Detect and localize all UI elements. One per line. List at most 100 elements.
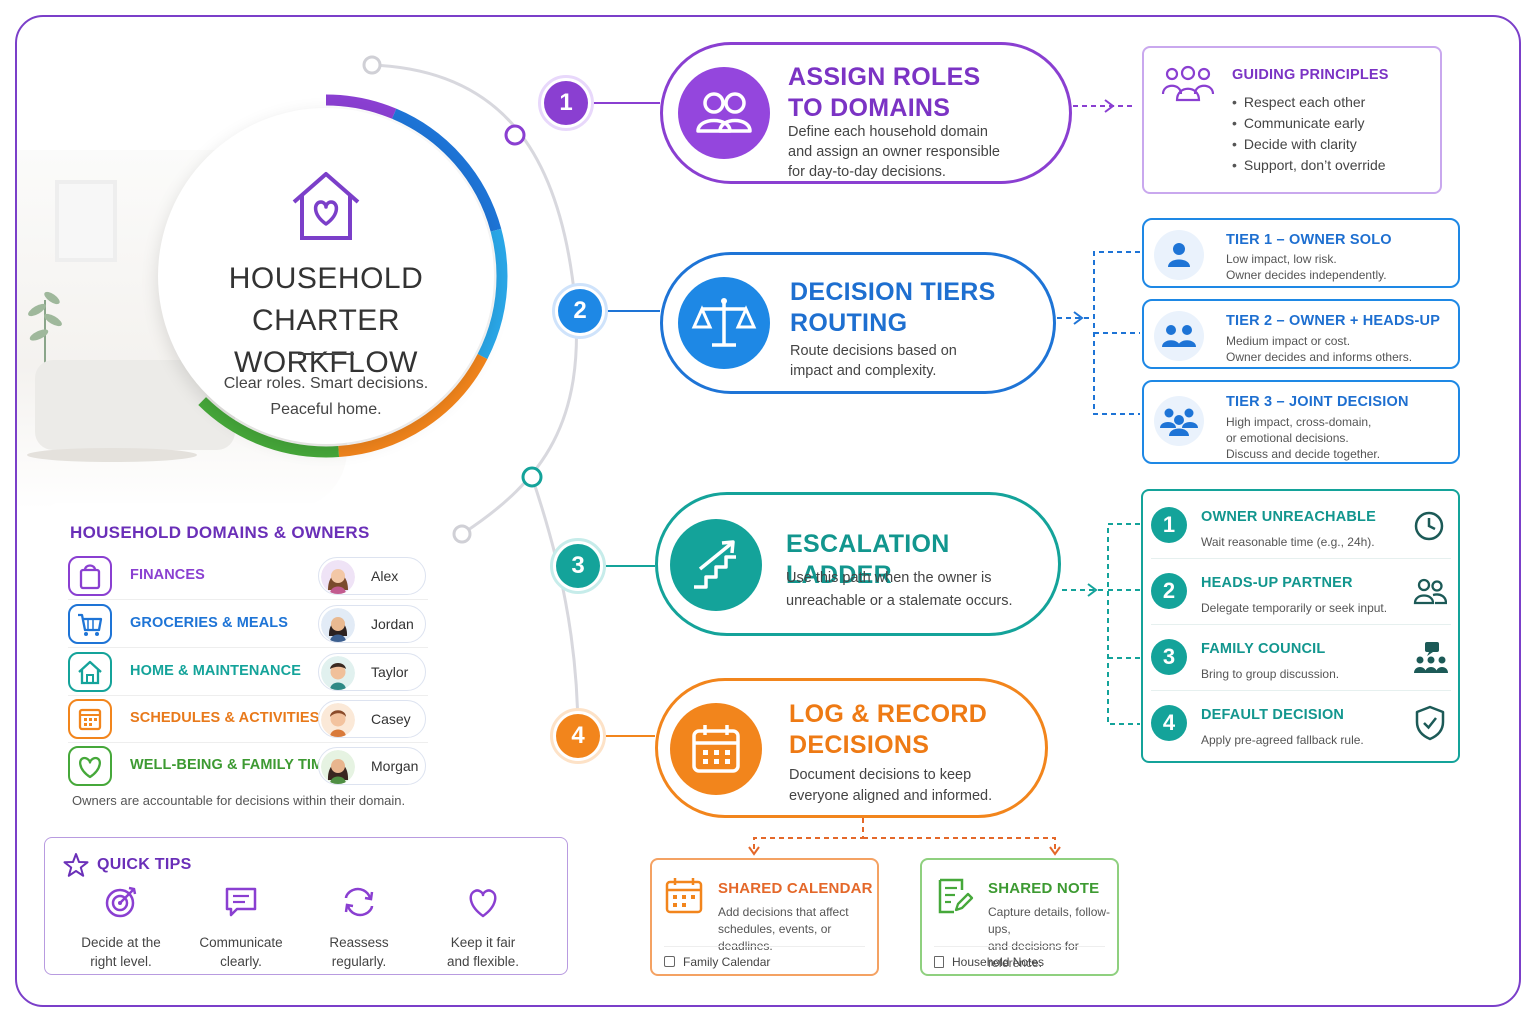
principles-list: Respect each other Communicate early Dec… <box>1232 92 1386 176</box>
note-icon <box>938 878 974 914</box>
step-3-description: Use this path when the owner is unreacha… <box>786 567 1013 613</box>
domain-label: GROCERIES & MEALS <box>130 615 288 631</box>
escalation-desc-2: Delegate temporarily or seek input. <box>1201 601 1388 615</box>
escalation-title-3: FAMILY COUNCIL <box>1201 641 1326 657</box>
house-heart-icon <box>292 172 360 240</box>
escalation-number-3: 3 <box>1151 639 1187 675</box>
step-node-2: 2 <box>558 289 602 333</box>
tier-1-box: TIER 1 – OWNER SOLO Low impact, low risk… <box>1142 218 1460 288</box>
domain-icon-box <box>68 699 112 739</box>
tier-1-line2: Owner decides independently. <box>1226 268 1387 282</box>
owner-name: Casey <box>371 711 411 727</box>
tip-line2: clearly. <box>220 954 262 969</box>
calendar-icon <box>692 725 740 773</box>
hub-title-line2: CHARTER WORKFLOW <box>234 304 418 379</box>
avatar <box>321 656 355 690</box>
owner-chip-morgan[interactable]: Morgan <box>318 747 426 785</box>
tier-3-desc: High impact, cross-domain, or emotional … <box>1226 414 1380 462</box>
tier-3-box: TIER 3 – JOINT DECISION High impact, cro… <box>1142 380 1460 464</box>
step-1-desc-line1: Define each household domain <box>788 124 988 140</box>
domain-label: HOME & MAINTENANCE <box>130 663 301 679</box>
principle-item: Communicate early <box>1232 113 1386 134</box>
escalation-step-4: 4 DEFAULT DECISION Apply pre-agreed fall… <box>1151 691 1451 757</box>
hub-subtitle: Clear roles. Smart decisions. Peaceful h… <box>158 371 494 423</box>
domain-label: SCHEDULES & ACTIVITIES <box>130 710 320 726</box>
step-3-desc-line2: unreachable or a stalemate occurs. <box>786 593 1013 609</box>
small-calendar-icon <box>664 956 675 967</box>
owner-chip-alex[interactable]: Alex <box>318 557 426 595</box>
shared-note-box: SHARED NOTE Capture details, follow-ups,… <box>920 858 1119 976</box>
tier-2-line2: Owner decides and informs others. <box>1226 350 1413 364</box>
coffee-table <box>27 448 197 462</box>
house-icon <box>78 660 102 685</box>
tip-line1: Reassess <box>329 935 389 950</box>
tier-1-line1: Low impact, low risk. <box>1226 252 1337 266</box>
stairs-arrow-icon <box>694 540 736 589</box>
chat-icon <box>225 887 257 917</box>
avatar <box>321 750 355 784</box>
step-2-desc-line1: Route decisions based on <box>790 343 957 359</box>
step-3-icon-disc <box>670 519 762 611</box>
escalation-desc-1: Wait reasonable time (e.g., 24h). <box>1201 535 1375 549</box>
domains-title: HOUSEHOLD DOMAINS & OWNERS <box>70 523 370 542</box>
council-icon <box>1414 642 1448 673</box>
tip-line2: right level. <box>90 954 152 969</box>
quick-tips-title: QUICK TIPS <box>97 856 192 873</box>
domain-label: WELL-BEING & FAMILY TIME <box>130 757 333 773</box>
hub-gradient-ring <box>144 94 508 458</box>
hub-subtitle-line1: Clear roles. Smart decisions. <box>223 375 429 392</box>
step-node-3: 3 <box>556 544 600 588</box>
step-3-desc-line1: Use this path when the owner is <box>786 570 992 586</box>
escalation-desc-3: Bring to group discussion. <box>1201 667 1340 681</box>
tier-3-line2: or emotional decisions. <box>1226 431 1349 445</box>
shared-note-footer-label: Household Notes <box>952 955 1045 969</box>
step-node-4: 4 <box>556 714 600 758</box>
domain-row-home: HOME & MAINTENANCE Taylor <box>68 650 428 696</box>
hub-circle: HOUSEHOLD CHARTER WORKFLOW Clear roles. … <box>158 108 494 444</box>
escalation-title-2: HEADS-UP PARTNER <box>1201 575 1353 591</box>
step-2-desc-line2: impact and complexity. <box>790 363 937 379</box>
group-people-icon <box>1161 65 1215 102</box>
wall-picture <box>55 180 117 262</box>
tier-3-icon-disc <box>1154 396 1204 446</box>
escalation-ladder-box: 1 OWNER UNREACHABLE Wait reasonable time… <box>1141 489 1460 763</box>
avatar <box>321 560 355 594</box>
step-2-icon-disc <box>678 277 770 369</box>
heart-icon <box>79 756 101 779</box>
bag-icon <box>79 564 101 590</box>
step-1-title-line1: ASSIGN ROLES <box>788 63 981 91</box>
shared-note-footer[interactable]: Household Notes <box>934 946 1105 969</box>
owner-chip-jordan[interactable]: Jordan <box>318 605 426 643</box>
owner-chip-taylor[interactable]: Taylor <box>318 653 426 691</box>
step-2-description: Route decisions based on impact and comp… <box>790 341 957 381</box>
step-1-desc-line3: for day-to-day decisions. <box>788 164 946 180</box>
charter-hub: HOUSEHOLD CHARTER WORKFLOW Clear roles. … <box>140 90 512 462</box>
small-note-icon <box>934 956 944 968</box>
escalation-step-3: 3 FAMILY COUNCIL Bring to group discussi… <box>1151 625 1451 691</box>
tier-1-title: TIER 1 – OWNER SOLO <box>1226 232 1392 248</box>
shared-note-title: SHARED NOTE <box>988 880 1100 897</box>
owner-name: Morgan <box>371 758 419 774</box>
step-node-1: 1 <box>544 81 588 125</box>
hub-title-line1: HOUSEHOLD <box>228 262 424 295</box>
quick-tips-panel: QUICK TIPS Decide at the right level. Com… <box>44 837 568 975</box>
shared-calendar-footer[interactable]: Family Calendar <box>664 946 865 969</box>
tip-line1: Decide at the <box>81 935 161 950</box>
domain-icon-box <box>68 746 112 786</box>
owner-chip-casey[interactable]: Casey <box>318 700 426 738</box>
refresh-icon <box>344 887 374 917</box>
star-icon <box>63 853 89 877</box>
step-1-icon-disc <box>678 67 770 159</box>
clock-icon <box>1414 511 1444 541</box>
domain-row-finances: FINANCES Alex <box>68 554 428 600</box>
tier-2-title: TIER 2 – OWNER + HEADS-UP <box>1226 313 1441 329</box>
step-4-title-line2: DECISIONS <box>789 731 930 759</box>
step-2-title: DECISION TIERS ROUTING <box>790 277 996 339</box>
shared-calendar-line1: Add decisions that affect <box>718 905 849 919</box>
domain-label: FINANCES <box>130 567 205 583</box>
tip-line1: Keep it fair <box>450 935 516 950</box>
person-icon <box>1168 243 1190 267</box>
